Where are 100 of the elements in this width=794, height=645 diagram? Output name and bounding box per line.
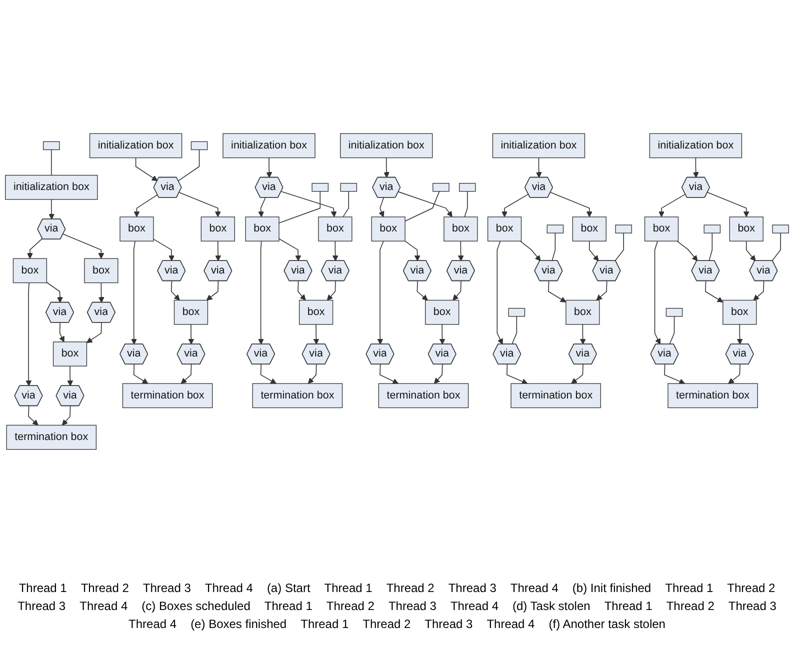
arrow — [707, 192, 750, 218]
node-box — [190, 141, 208, 150]
connector — [50, 149, 52, 176]
node-box: box — [52, 342, 88, 366]
node-box: box — [572, 216, 606, 242]
node-box: initialization box — [492, 133, 586, 158]
arrow — [692, 157, 699, 178]
label-text: Thread 1 — [264, 599, 312, 613]
arrow — [548, 280, 566, 302]
label-text: Thread 2 — [666, 599, 714, 613]
node-box: box — [371, 216, 406, 242]
connector — [178, 149, 200, 182]
node-box: termination box — [668, 383, 758, 408]
label-text: Thread 4 — [510, 581, 558, 595]
label-text: Thread 2 — [386, 581, 434, 595]
arrow — [550, 192, 592, 218]
arrow — [705, 280, 724, 302]
arrow — [206, 280, 219, 300]
connector — [614, 232, 624, 262]
arrow — [378, 197, 384, 218]
node-box: box — [298, 300, 334, 325]
node-box: box — [120, 216, 154, 242]
arrow — [654, 240, 660, 345]
node-box: box — [200, 216, 235, 242]
node-box — [772, 224, 789, 234]
node-box: termination box — [510, 383, 601, 408]
node-box: termination box — [122, 383, 213, 408]
node-box: initialization box — [5, 174, 98, 200]
node-box: box — [566, 300, 600, 325]
arrow — [506, 364, 528, 384]
label-text: Thread 3 — [448, 581, 496, 595]
arrow — [404, 240, 420, 262]
label-text: Thread 1 — [300, 617, 349, 631]
arrow — [67, 366, 74, 386]
node-box — [432, 182, 450, 192]
arrow — [46, 282, 63, 303]
connector — [404, 190, 440, 222]
connector — [708, 232, 713, 262]
node-box: box — [425, 300, 460, 325]
label-text: Thread 1 — [18, 581, 67, 595]
node-box — [615, 224, 632, 234]
arrow — [452, 280, 462, 300]
label-text: (e) Boxes finished — [190, 617, 287, 631]
arrow — [377, 240, 384, 345]
arrow — [658, 194, 686, 218]
arrow — [180, 364, 192, 384]
arrow — [458, 240, 464, 262]
connector — [464, 190, 468, 218]
node-box: box — [318, 216, 352, 242]
label-text: Thread 3 — [142, 581, 191, 595]
connector — [772, 232, 781, 262]
connector — [278, 190, 321, 224]
node-box: box — [644, 216, 679, 242]
label-text: Thread 1 — [665, 581, 714, 595]
arrow — [188, 324, 194, 345]
node-box — [312, 182, 329, 192]
arrow — [59, 322, 64, 342]
label-text: Thread 3 — [728, 599, 776, 613]
node-box — [459, 182, 476, 192]
label-text: Thread 1 — [604, 599, 652, 613]
node-box — [43, 141, 60, 150]
arrow — [728, 364, 740, 384]
arrow — [416, 280, 428, 300]
arrow — [258, 240, 264, 345]
node-box: initialization box — [89, 133, 182, 158]
node-box: box — [245, 216, 280, 242]
arrow — [258, 197, 266, 218]
node-box — [340, 182, 358, 192]
label-text: Thread 3 — [388, 599, 436, 613]
arrow — [676, 240, 698, 262]
arrow — [298, 280, 306, 300]
arrow — [308, 364, 317, 384]
node-box — [546, 224, 564, 234]
label-text: Thread 3 — [424, 617, 473, 631]
label-text: (d) Task stolen — [512, 599, 590, 613]
label-text: (c) Boxes scheduled — [142, 599, 250, 613]
arrow — [62, 234, 104, 259]
arrow — [664, 364, 686, 384]
connector — [552, 232, 556, 262]
label-text: Thread 2 — [80, 581, 129, 595]
label-text: Thread 3 — [18, 599, 66, 613]
label-text: (a) Start — [266, 581, 310, 595]
arrow — [48, 199, 55, 220]
label-text: Thread 4 — [80, 599, 128, 613]
arrow — [278, 238, 302, 262]
arrow — [135, 157, 158, 182]
node-box — [704, 224, 721, 234]
connector — [512, 316, 518, 345]
label-text: Thread 1 — [324, 581, 372, 595]
node-box: initialization box — [649, 133, 742, 158]
node-box: initialization box — [340, 133, 433, 158]
node-box: termination box — [6, 424, 97, 450]
node-box: box — [722, 300, 757, 325]
arrow — [753, 280, 764, 300]
label-text: Thread 4 — [486, 617, 535, 631]
node-box: box — [487, 216, 522, 242]
arrow — [134, 194, 158, 218]
arrow — [62, 406, 71, 426]
label-text: Thread 2 — [727, 581, 776, 595]
connector — [342, 190, 350, 218]
